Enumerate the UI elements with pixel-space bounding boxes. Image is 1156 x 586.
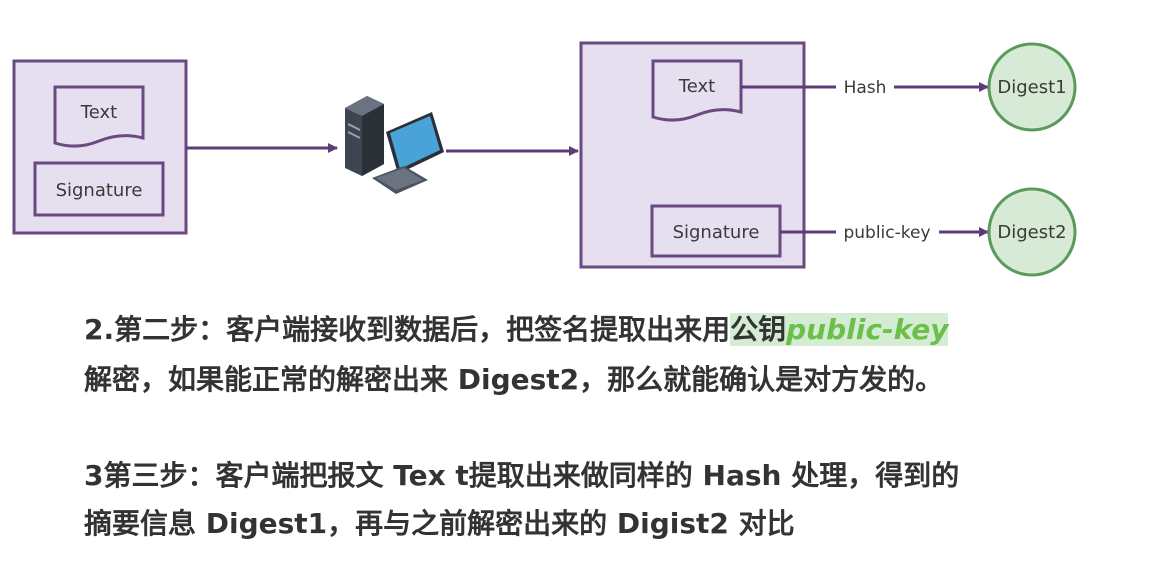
sender-text-document-shape [53,85,145,148]
receiver-text-label: Text [678,76,715,97]
digest2-node [987,187,1077,277]
step3-line2: 摘要信息 Digest1，再与之前解密出来的 Digist2 对比 [84,507,795,540]
public-key-label: public-key [843,223,930,243]
sender-text-label: Text [80,102,117,123]
step2-highlight-public-key: public-key [786,313,949,346]
step2-line2: 解密，如果能正常的解密出来 Digest2，那么就能确认是对方发的。 [84,363,944,396]
sender-signature-label: Signature [56,180,143,201]
step2-highlight-public-key-cn: 公钥 [730,313,787,346]
digest2-label: Digest2 [997,222,1066,243]
step2-line1-prefix: 2.第二步：客户端接收到数据后，把签名提取出来用 [84,313,731,346]
receiver-text-document-shape [651,59,743,122]
receiver-signature-box [650,204,782,258]
receiver-signature-label: Signature [673,222,760,243]
step3-line1: 3第三步：客户端把报文 Tex t提取出来做同样的 Hash 处理，得到的 [84,459,960,492]
step2-line1: 2.第二步：客户端接收到数据后，把签名提取出来用公钥public-key [84,306,949,354]
sender-signature-box [33,161,165,217]
digest1-node [987,42,1077,132]
desktop-computer-icon [345,96,444,194]
hash-label: Hash [844,78,887,98]
digest1-label: Digest1 [997,77,1066,98]
verification-diagram: Text Signature Text Signature Hash publi… [12,41,1077,277]
